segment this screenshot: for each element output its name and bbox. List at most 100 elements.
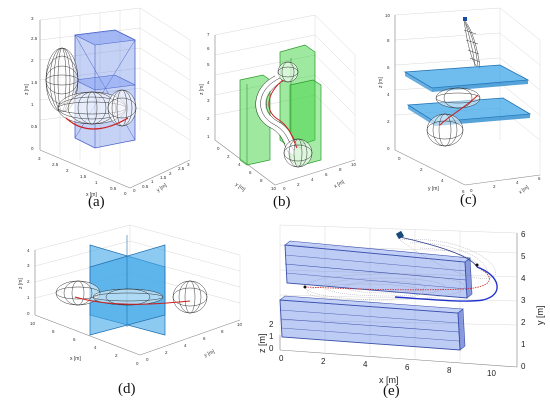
tick: 1 — [95, 180, 98, 185]
panel-a-blue-obstacle — [73, 29, 137, 149]
tick: 2 — [27, 279, 30, 284]
tick: 2.5 — [52, 162, 59, 167]
tick: 4 — [387, 92, 390, 97]
tick: 0 — [279, 354, 284, 363]
panel-b-wireframe — [255, 61, 313, 168]
tick: 0.5 — [142, 184, 149, 189]
tick: 1 — [31, 102, 34, 107]
tick: 3 — [521, 296, 526, 305]
panel-d-y-ticks: 0 2 4 6 8 10 — [146, 322, 243, 362]
panel-d-trajectory — [74, 296, 191, 305]
tick: 5 — [521, 252, 526, 261]
panel-b-x-label: y [m] — [234, 182, 247, 193]
panel-e-y-label: y [m] — [535, 306, 545, 326]
tick: 2 — [297, 182, 300, 187]
panel-e-plot: 0 1 2 z [m] 0 2 4 6 8 10 x [m] 0 1 2 3 4… — [257, 224, 545, 385]
tick: 3 — [207, 98, 210, 103]
tick: 0.5 — [110, 186, 117, 191]
tick: 7 — [207, 32, 210, 37]
tick: 6 — [73, 337, 76, 342]
tick: 5 — [207, 62, 210, 67]
tick: 3 — [27, 263, 30, 268]
tick: 4 — [363, 360, 368, 369]
tick: 6 — [203, 336, 206, 341]
panel-a-trajectory — [65, 117, 129, 130]
panel-a-z-label: z [m] — [24, 84, 30, 95]
panel-e-z-ticks: 0 1 2 — [269, 320, 274, 353]
panel-a-caption: (a) — [88, 194, 105, 210]
tick: 8 — [260, 178, 263, 183]
panel-c-caption: (c) — [460, 192, 477, 208]
panel-e-wireframe — [304, 239, 496, 301]
tick: 0 — [398, 156, 401, 161]
tick: 0 — [470, 188, 473, 193]
tick: 8 — [339, 167, 342, 172]
tick: 8 — [387, 38, 390, 43]
tick: 10 — [30, 321, 36, 326]
tick: 1 — [269, 332, 274, 341]
panel-e-waypoint — [475, 263, 479, 267]
panel-b: 1 2 3 4 5 6 7 z [m] 0 2 4 6 8 10 y [m] 0… — [195, 0, 370, 215]
panel-e: 0 1 2 z [m] 0 2 4 6 8 10 x [m] 0 1 2 3 4… — [255, 215, 550, 407]
tick: 3 — [187, 162, 190, 167]
panel-b-caption: (b) — [273, 194, 291, 210]
tick: 1.5 — [80, 174, 87, 179]
tick: 1 — [27, 295, 30, 300]
tick: 8 — [52, 329, 55, 334]
tick: 0 — [133, 188, 136, 193]
tick: 10 — [271, 186, 277, 191]
panel-b-z-ticks: 1 2 3 4 5 6 7 — [207, 32, 210, 139]
panel-c-plot: 0 2 4 6 8 10 z [m] 0 2 4 6 y [m] 0 2 4 6… — [378, 7, 541, 196]
tick: 6 — [207, 46, 210, 51]
tick: 2 — [31, 58, 34, 63]
tick: 6 — [462, 189, 465, 194]
panel-a-y-label: y [m] — [156, 182, 169, 193]
panel-e-caption: (e) — [383, 383, 400, 399]
tick: 1 — [207, 134, 210, 139]
tick: 6 — [521, 230, 526, 239]
tick: 4 — [521, 274, 526, 283]
tick: 4 — [94, 345, 97, 350]
panel-b-y-label: x [m] — [333, 179, 346, 190]
tick: 0 — [124, 191, 127, 196]
tick: 4 — [27, 248, 30, 253]
tick: 2 — [207, 116, 210, 121]
tick: 0 — [31, 146, 34, 151]
panel-b-y-ticks: 0 2 4 6 8 10 — [283, 162, 357, 191]
panel-e-trajectory-top — [399, 236, 478, 268]
tick: 2 — [66, 168, 69, 173]
tick: 1.5 — [160, 175, 167, 180]
panel-e-trajectory — [304, 266, 490, 291]
tick: 4 — [207, 80, 210, 85]
tick: 2.5 — [178, 166, 185, 171]
tick: 10 — [385, 13, 391, 18]
panel-e-y-ticks: 0 1 2 3 4 5 6 — [521, 230, 526, 371]
tick: 1 — [521, 340, 526, 349]
tick: 0 — [27, 311, 30, 316]
tick: 6 — [387, 65, 390, 70]
panel-e-x-ticks: 0 2 4 6 8 10 — [279, 354, 496, 378]
tick: 2 — [387, 119, 390, 124]
tick: 10 — [351, 162, 357, 167]
panel-e-trajectory-arc — [394, 266, 498, 302]
panel-c-endpoint-marker — [463, 17, 467, 21]
tick: 3 — [31, 16, 34, 21]
tick: 10 — [237, 322, 243, 327]
panel-d-caption: (d) — [118, 381, 136, 397]
panel-b-plot: 1 2 3 4 5 6 7 z [m] 0 2 4 6 8 10 y [m] 0… — [199, 14, 357, 193]
panel-e-start-point — [303, 285, 307, 289]
panel-c: 0 2 4 6 8 10 z [m] 0 2 4 6 y [m] 0 2 4 6… — [370, 0, 550, 215]
panel-a: 0 0.5 1 1.5 2 2.5 3 z [m] 3 2.5 2 1.5 1 … — [0, 0, 200, 215]
tick: 1.5 — [31, 80, 38, 85]
panel-d-plot: 0 1 2 3 4 z [m] 10 8 6 4 2 0 x [m] 0 2 4… — [18, 224, 243, 366]
tick: 0 — [387, 146, 390, 151]
panel-c-x-ticks: 0 2 4 6 — [398, 156, 465, 194]
panel-a-plot: 0 0.5 1 1.5 2 2.5 3 z [m] 3 2.5 2 1.5 1 … — [24, 7, 191, 198]
panel-e-x-label: x [m] — [379, 375, 399, 385]
tick: 0 — [136, 361, 139, 366]
tick: 2 — [227, 154, 230, 159]
panel-c-z-ticks: 0 2 4 6 8 10 — [385, 13, 391, 151]
panel-c-z-label: z [m] — [378, 77, 384, 88]
panel-a-axes — [39, 20, 191, 189]
tick: 0 — [283, 186, 286, 191]
